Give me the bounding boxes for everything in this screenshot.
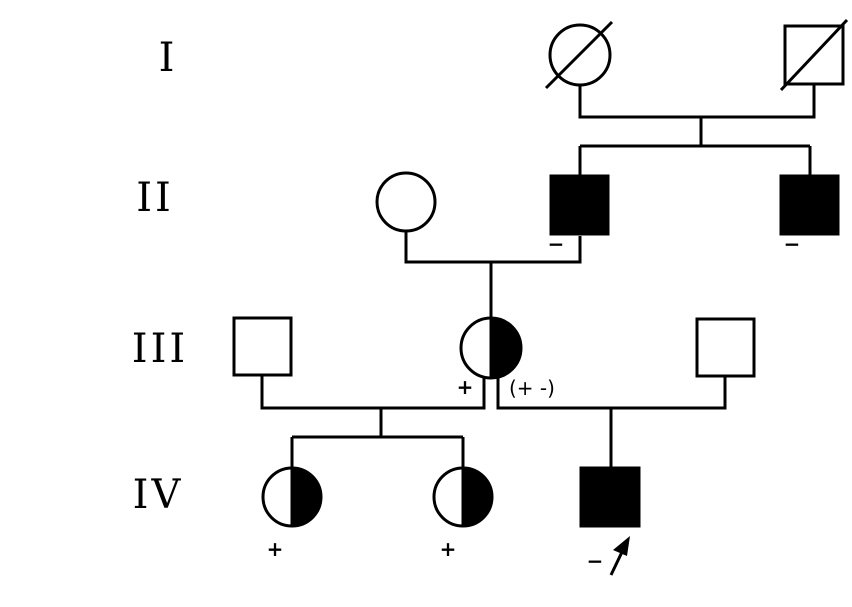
mark-iv-3: − <box>587 549 604 573</box>
generation-label-iii: III <box>132 326 188 372</box>
individual-ii-2 <box>549 174 610 236</box>
marriage-line-ii <box>404 231 582 264</box>
individual-iii-1 <box>232 316 293 377</box>
individual-ii-3 <box>779 174 840 236</box>
generation-label-ii: II <box>136 175 174 221</box>
individual-i-2 <box>779 18 849 92</box>
mark-iv-1: + <box>267 537 284 561</box>
individual-iv-2 <box>432 466 494 528</box>
individual-ii-1 <box>375 171 437 233</box>
individual-iii-2 <box>459 316 523 380</box>
individual-iv-1 <box>261 466 323 528</box>
individual-iii-3 <box>695 317 756 378</box>
mark-ii-3: − <box>784 232 801 256</box>
marriage-line-i <box>578 84 816 119</box>
generation-label-i: I <box>159 35 178 81</box>
note-iii-2: (+ -) <box>509 376 555 400</box>
individual-i-1 <box>544 20 614 90</box>
marriage-line-iii-a <box>260 376 486 410</box>
generation-label-iv: IV <box>133 472 184 518</box>
mark-iii-2: + <box>457 375 474 399</box>
proband-arrow-icon <box>609 536 630 576</box>
individual-iv-3 <box>579 466 641 528</box>
mark-ii-2: − <box>548 232 565 256</box>
pedigree-lines <box>260 84 816 468</box>
mark-iv-2: + <box>440 537 457 561</box>
